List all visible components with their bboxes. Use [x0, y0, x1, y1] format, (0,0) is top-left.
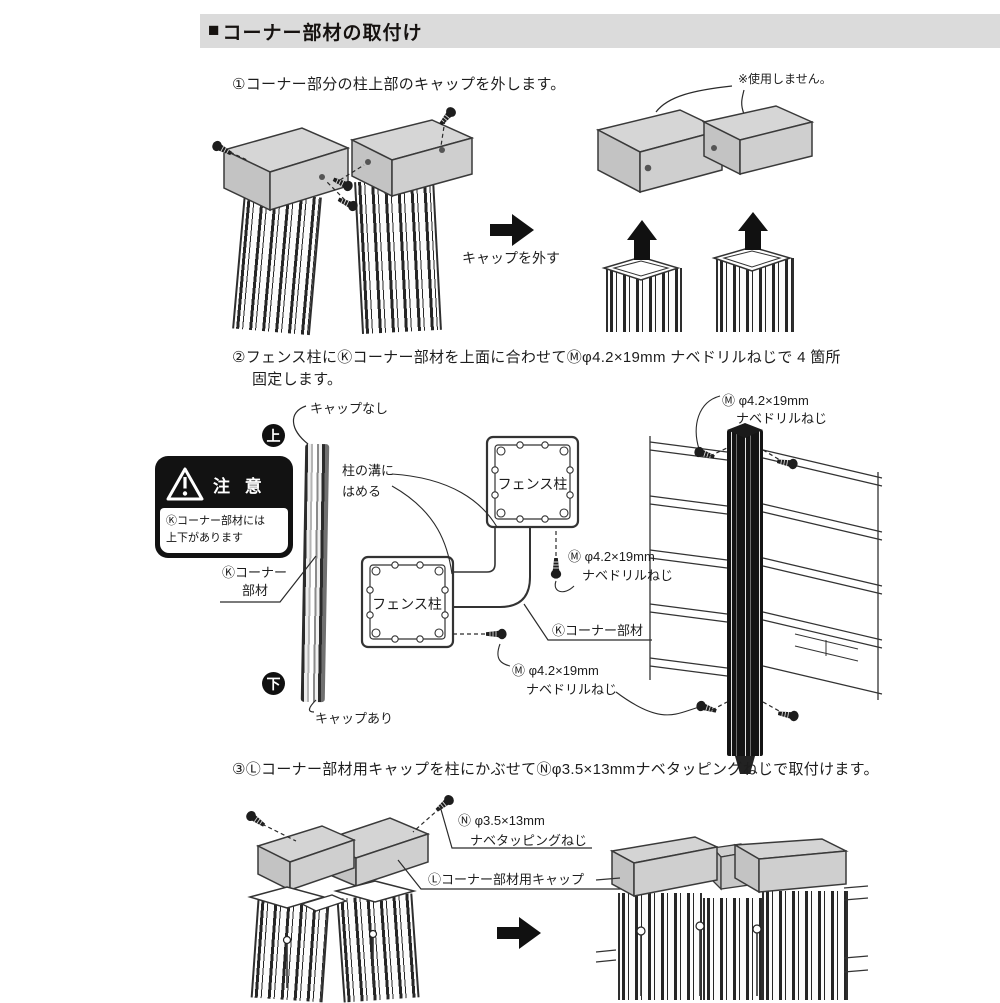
- post-open-illustration: [716, 258, 794, 332]
- warning-triangle-icon: [166, 467, 204, 501]
- post-illustration: [232, 190, 322, 336]
- step2-heading-line2: 固定します。: [252, 371, 343, 388]
- badge-top: 上: [262, 424, 285, 447]
- corner-post-left: [250, 899, 330, 1003]
- finished-post-middle: [703, 898, 763, 1000]
- label-corner-cap: Ⓛコーナー部材用キャップ: [428, 872, 585, 887]
- step3-heading: ③Ⓛコーナー部材用キャップを柱にかぶせてⓃφ3.5×13mmナベタッピングねじで…: [232, 761, 879, 778]
- label-fence-post-top: フェンス柱: [497, 476, 568, 492]
- section-title: コーナー部材の取付け: [222, 22, 423, 44]
- post-open-illustration: [606, 268, 682, 332]
- label-screw-m-bottom-line2: ナベドリルねじ: [526, 682, 618, 697]
- note-not-used: ※使用しません。: [738, 72, 832, 86]
- section-header: ■ コーナー部材の取付け: [200, 14, 1000, 48]
- corner-part-bar: [300, 443, 330, 703]
- label-fence-post-bottom: フェンス柱: [372, 596, 442, 612]
- label-groove-line1: 柱の溝に: [342, 463, 395, 478]
- step1-heading: ①コーナー部分の柱上部のキャップを外します。: [232, 76, 566, 93]
- label-screw-n-line1: Ⓝ φ3.5×13mm: [458, 813, 545, 828]
- right-arrow-icon: [497, 917, 541, 949]
- label-screw-m-right-line1: Ⓜ φ4.2×19mm: [722, 393, 809, 408]
- arrow-caption: キャップを外す: [462, 250, 560, 266]
- label-corner-part-left-line2: 部材: [242, 583, 269, 598]
- step1-caps-off-illustration: [595, 85, 815, 281]
- label-cap-none: キャップなし: [310, 401, 389, 416]
- finished-post-left: [618, 893, 702, 1000]
- right-arrow-icon: [490, 214, 534, 246]
- caution-box: 注 意 Ⓚコーナー部材には 上下があります: [155, 456, 293, 558]
- label-screw-m-right-line2: ナベドリルねじ: [736, 411, 828, 426]
- label-screw-m-mid-line1: Ⓜ φ4.2×19mm: [568, 549, 655, 564]
- caution-header: 注 意: [165, 462, 287, 506]
- step2-heading-line1: ②フェンス柱にⓀコーナー部材を上面に合わせてⓂφ4.2×19mm ナベドリルねじ…: [232, 349, 841, 366]
- corner-post-3d: [727, 430, 763, 756]
- corner-post-right: [336, 893, 420, 1003]
- label-corner-part: Ⓚコーナー部材: [552, 623, 644, 638]
- label-screw-n-line2: ナベタッピングねじ: [470, 833, 588, 848]
- caution-body: Ⓚコーナー部材には 上下があります: [160, 508, 288, 553]
- label-screw-m-mid-line2: ナベドリルねじ: [582, 568, 674, 583]
- caution-text-line2: 上下があります: [166, 531, 243, 544]
- caution-title: 注 意: [213, 476, 267, 496]
- step2-corner-fence-3d: [649, 395, 883, 774]
- label-corner-part-left-line1: Ⓚコーナー: [222, 565, 288, 580]
- finished-post-right: [762, 891, 848, 1000]
- label-screw-m-bottom-line1: Ⓜ φ4.2×19mm: [512, 663, 599, 678]
- post-illustration: [354, 178, 442, 334]
- badge-bottom: 下: [262, 672, 285, 695]
- caution-text-line1: Ⓚコーナー部材には: [166, 515, 265, 527]
- header-square-bullet-icon: ■: [208, 20, 220, 41]
- label-groove-line2: はめる: [342, 484, 382, 499]
- label-cap-exists: キャップあり: [315, 711, 394, 726]
